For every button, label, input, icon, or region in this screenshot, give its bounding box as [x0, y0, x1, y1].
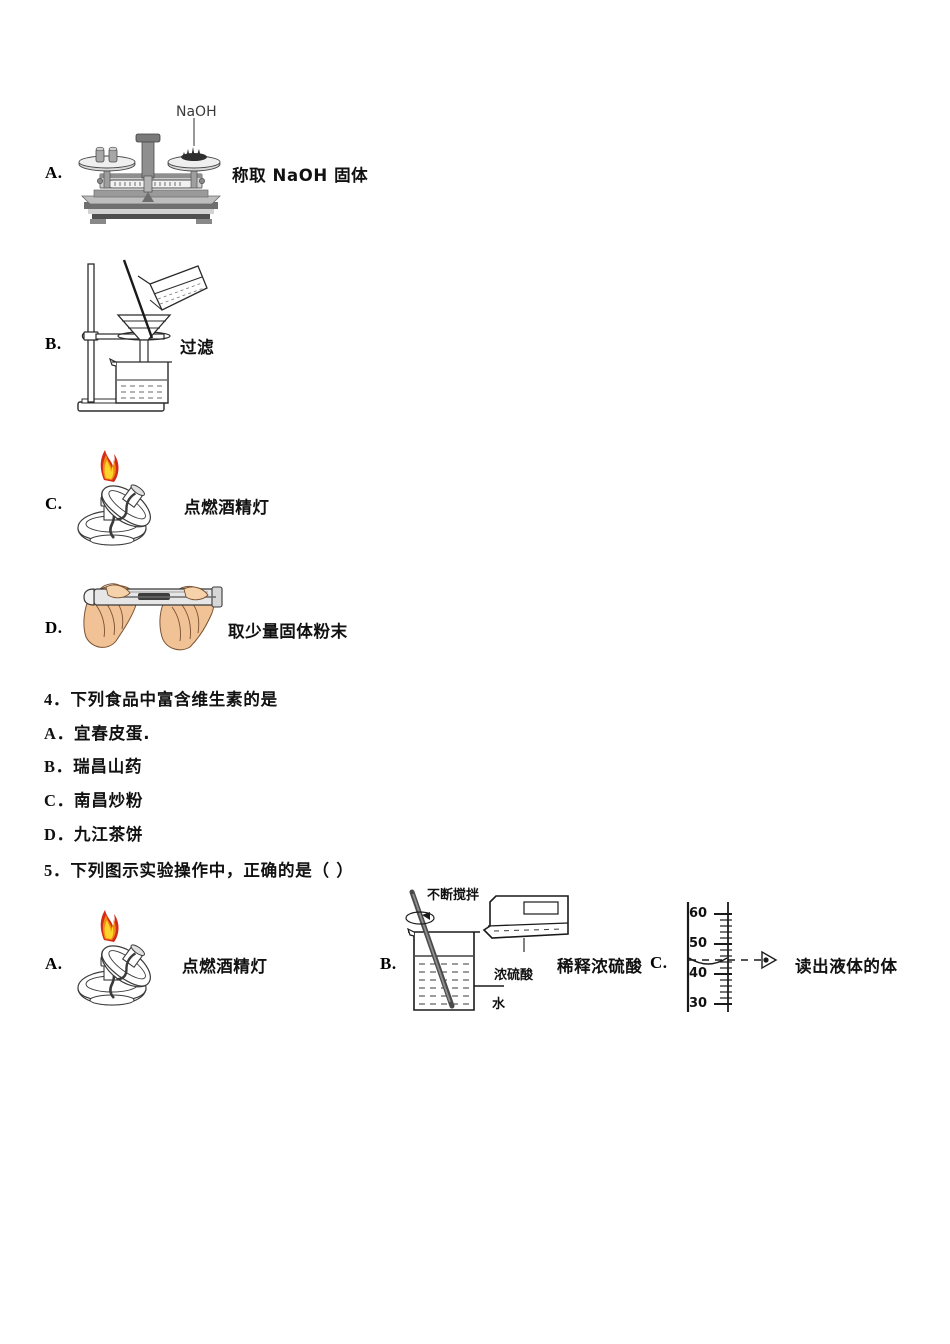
q5-option-c-caption: 读出液体的体 — [795, 957, 898, 976]
q5-option-b-caption: 稀释浓硫酸 — [557, 957, 643, 976]
q4-option-a-text: 宜春皮蛋. — [74, 724, 151, 743]
cylinder-tick-60: 60 — [689, 906, 708, 921]
q4-option-c-text: 南昌炒粉 — [74, 791, 144, 810]
q4-option-d-text: 九江茶饼 — [74, 825, 144, 844]
flame-icon — [100, 910, 119, 942]
q5-option-a-letter: A. — [45, 954, 63, 973]
q3-option-b-letter: B. — [45, 334, 62, 353]
filtration-apparatus-figure — [76, 252, 208, 414]
q4-option-c-letter: C． — [44, 791, 75, 810]
lighting-alcohol-lamp-figure-q5 — [70, 908, 180, 1012]
q5-stem: 5．下列图示实验操作中，正确的是（ ） — [44, 857, 354, 881]
acid-dilution-figure — [400, 889, 580, 1020]
q4-option-d: D．九江茶饼 — [44, 821, 143, 845]
q4-option-b-text: 瑞昌山药 — [73, 757, 143, 776]
q5-option-a-caption: 点燃酒精灯 — [182, 957, 268, 976]
cylinder-tick-40: 40 — [689, 966, 708, 981]
lighting-alcohol-lamp-figure-q3 — [70, 448, 180, 552]
cylinder-tick-30: 30 — [689, 996, 708, 1011]
q4-option-a: A．宜春皮蛋. — [44, 720, 150, 744]
q4-stem: 4．下列食品中富含维生素的是 — [44, 686, 278, 710]
q5-stem-number: 5． — [44, 861, 71, 880]
naoh-annotation-label: NaOH — [176, 104, 217, 120]
q3-option-b-caption: 过滤 — [180, 338, 215, 357]
q3-option-c-letter: C. — [45, 494, 63, 513]
stir-annotation-label: 不断搅拌 — [427, 888, 480, 903]
test-tube-in-hands-figure — [80, 575, 228, 651]
q3-option-d-letter: D. — [45, 618, 63, 637]
q4-option-b: B．瑞昌山药 — [44, 753, 142, 777]
q4-stem-number: 4． — [44, 690, 71, 709]
q3-option-c-caption: 点燃酒精灯 — [184, 498, 270, 517]
q4-option-c: C．南昌炒粉 — [44, 787, 143, 811]
q4-option-d-letter: D． — [44, 825, 75, 844]
balance-scale-figure — [78, 118, 224, 226]
q3-option-a-caption: 称取 NaOH 固体 — [232, 166, 369, 185]
q3-option-a-letter: A. — [45, 163, 63, 182]
acid-annotation-label: 浓硫酸 — [494, 968, 534, 983]
q4-option-b-letter: B． — [44, 757, 74, 776]
graduated-cylinder-figure — [684, 900, 794, 1018]
q3-option-d-caption: 取少量固体粉末 — [228, 622, 348, 641]
q5-option-c-letter: C. — [650, 953, 668, 972]
q5-stem-text: 下列图示实验操作中，正确的是（ ） — [70, 861, 354, 880]
q5-option-b-letter: B. — [380, 954, 397, 973]
q4-stem-text: 下列食品中富含维生素的是 — [70, 690, 278, 709]
water-annotation-label: 水 — [492, 997, 506, 1012]
cylinder-tick-50: 50 — [689, 936, 708, 951]
flame-icon — [100, 450, 119, 482]
q4-option-a-letter: A． — [44, 724, 75, 743]
